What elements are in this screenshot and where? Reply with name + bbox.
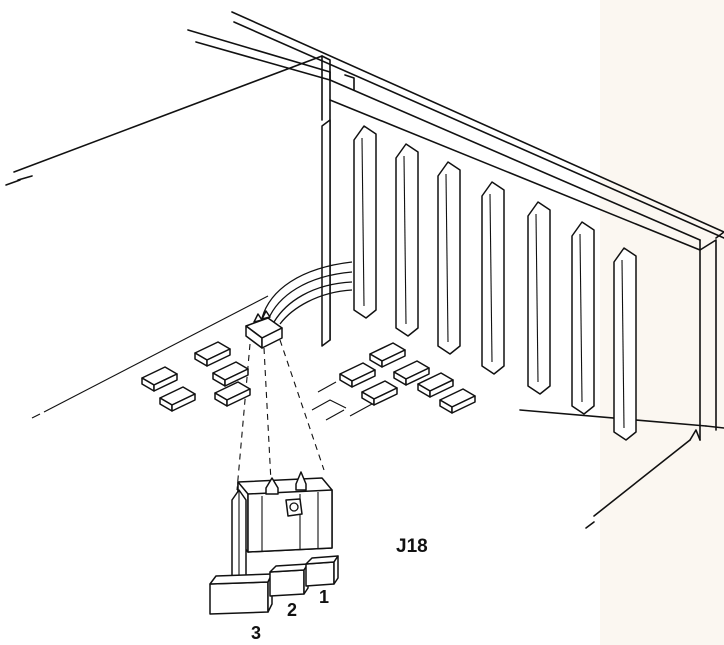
chip (159, 386, 196, 412)
expansion-slot-3 (395, 143, 419, 337)
board-outline (5, 175, 724, 529)
expansion-slots (321, 119, 637, 441)
leader-lines (236, 339, 325, 491)
chip (214, 381, 251, 407)
chip (212, 361, 249, 387)
board-traces (311, 381, 373, 421)
j18-board-connector (245, 310, 283, 349)
expansion-slot-7 (571, 221, 595, 415)
cable-bundle (261, 261, 353, 325)
chip (439, 388, 476, 414)
expansion-slot-2 (353, 125, 377, 319)
chip (194, 341, 231, 367)
chip (361, 380, 398, 406)
expansion-slot-5 (481, 181, 505, 375)
expansion-slot-4 (437, 161, 461, 355)
chip (417, 372, 454, 398)
expansion-slot-8 (613, 247, 637, 441)
connector-label: J18 (396, 536, 428, 557)
board-chips (141, 341, 476, 414)
j18-jumper-enlarged (209, 471, 339, 615)
expansion-slot-6 (527, 201, 551, 395)
chip (339, 362, 376, 388)
pin-label-3: 3 (251, 623, 261, 643)
pin-label-1: 1 (319, 587, 329, 607)
pin-label-2: 2 (287, 600, 297, 620)
chip (369, 342, 406, 368)
diagram-labels: J18 1 2 3 (251, 536, 428, 643)
expansion-slot-1 (321, 119, 331, 347)
chip (393, 360, 430, 386)
chip (141, 366, 178, 392)
